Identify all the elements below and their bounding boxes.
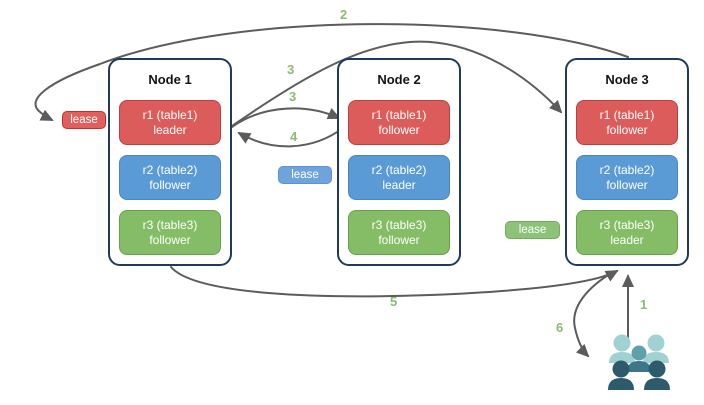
step-label-3-lower: 3 — [289, 89, 297, 104]
node-2-replica-r3: r3 (table3) follower — [348, 210, 450, 255]
lease-badge-green: lease — [505, 221, 560, 239]
node-1-card: Node 1 r1 (table1) leader r2 (table2) fo… — [108, 58, 232, 266]
replica-name: r2 (table2) — [142, 162, 198, 177]
node-3-title: Node 3 — [605, 72, 649, 87]
replica-name: r1 (table1) — [142, 107, 198, 122]
replica-role: follower — [149, 177, 191, 192]
node-3-replica-r2: r2 (table2) follower — [576, 155, 678, 200]
node-2-replica-r2: r2 (table2) leader — [348, 155, 450, 200]
node-1-replica-r3: r3 (table3) follower — [119, 210, 221, 255]
replica-role: follower — [606, 122, 648, 137]
node-3-replica-r3: r3 (table3) leader — [576, 210, 678, 255]
lease-badge-blue: lease — [278, 166, 332, 184]
replica-role: leader — [382, 177, 416, 192]
users-group-icon — [608, 334, 670, 390]
node-3-card: Node 3 r1 (table1) follower r2 (table2) … — [565, 58, 689, 266]
step-label-3-upper: 3 — [287, 62, 295, 77]
replica-role: follower — [606, 177, 648, 192]
step-label-6: 6 — [556, 320, 564, 335]
node-2-replica-r1: r1 (table1) follower — [348, 100, 450, 145]
replica-name: r2 (table2) — [599, 162, 655, 177]
replica-name: r1 (table1) — [599, 107, 655, 122]
replica-role: leader — [153, 122, 187, 137]
arrow-step-3-node1-to-node3 — [231, 40, 563, 127]
lease-badge-red: lease — [62, 111, 106, 129]
step-label-2: 2 — [340, 7, 348, 22]
node-2-title: Node 2 — [377, 72, 421, 87]
step-label-5: 5 — [390, 294, 398, 309]
arrow-step-5-node1-to-node3 — [170, 266, 619, 298]
replica-name: r3 (table3) — [599, 217, 655, 232]
node-1-replica-r2: r2 (table2) follower — [119, 155, 221, 200]
replica-role: follower — [149, 232, 191, 247]
replica-name: r1 (table1) — [371, 107, 427, 122]
node-3-replica-r1: r1 (table1) follower — [576, 100, 678, 145]
replica-role: follower — [378, 122, 420, 137]
replica-name: r3 (table3) — [371, 217, 427, 232]
arrow-step-3-node1-to-node2 — [231, 107, 341, 128]
replica-name: r2 (table2) — [371, 162, 427, 177]
replica-role: leader — [610, 232, 644, 247]
step-label-4: 4 — [290, 129, 298, 144]
node-1-title: Node 1 — [148, 72, 192, 87]
node-1-replica-r1: r1 (table1) leader — [119, 100, 221, 145]
replica-name: r3 (table3) — [142, 217, 198, 232]
replica-role: follower — [378, 232, 420, 247]
arrow-step-4-node2-to-node1 — [237, 127, 344, 148]
step-label-1: 1 — [640, 297, 648, 312]
arrow-step-2-node3-to-lease1 — [34, 23, 629, 121]
node-2-card: Node 2 r1 (table1) follower r2 (table2) … — [337, 58, 461, 266]
arrow-step-6-node3-to-users — [573, 271, 614, 358]
